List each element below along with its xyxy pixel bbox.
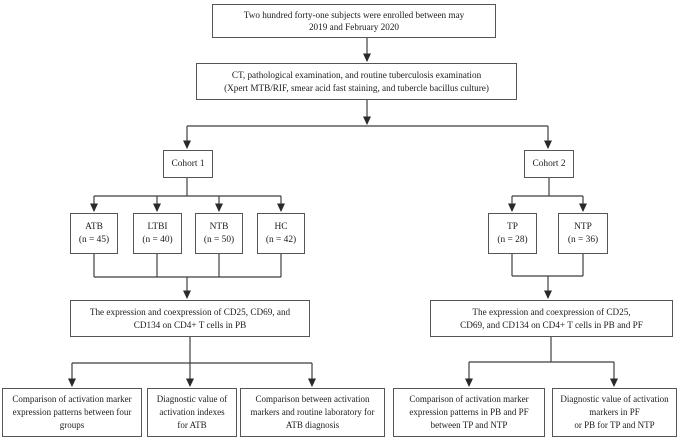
node-group-ntb: NTB (n = 50) (195, 213, 243, 254)
node-group-ntp: NTP (n = 36) (558, 213, 608, 254)
node-outcome-diagnostic-tp-ntp: Diagnostic value of activation markers i… (552, 388, 677, 437)
node-outcome-comparison-four-groups: Comparison of activation marker expressi… (2, 388, 142, 437)
node-outcome-comparison-tp-ntp: Comparison of activation marker expressi… (393, 388, 545, 437)
node-cohort-2: Cohort 2 (524, 150, 574, 178)
node-examination: CT, pathological examination, and routin… (196, 63, 517, 100)
node-group-ltbi: LTBI (n = 40) (133, 213, 182, 254)
node-cohort-1: Cohort 1 (163, 150, 213, 178)
node-expression-pb-pf: The expression and coexpression of CD25,… (430, 300, 673, 337)
node-enrollment: Two hundred forty-one subjects were enro… (212, 4, 496, 38)
node-outcome-markers-vs-laboratory: Comparison between activation markers an… (240, 388, 385, 437)
node-outcome-diagnostic-atb: Diagnostic value of activation indexes f… (147, 388, 237, 437)
node-group-tp: TP (n = 28) (488, 213, 537, 254)
node-expression-pb: The expression and coexpression of CD25,… (70, 300, 310, 337)
node-group-atb: ATB (n = 45) (70, 213, 118, 254)
node-group-hc: HC (n = 42) (257, 213, 305, 254)
